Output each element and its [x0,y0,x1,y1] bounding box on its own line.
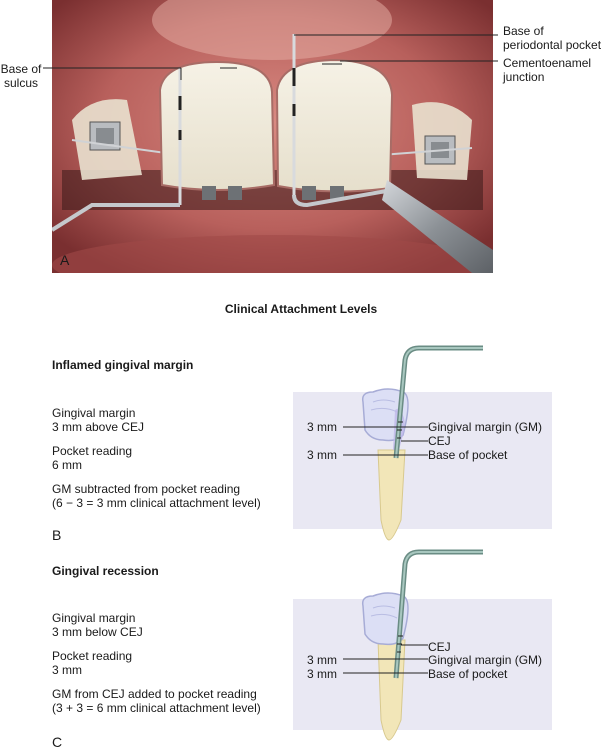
panel-c-diagram [343,549,483,741]
panel-letter-b: B [52,527,62,543]
panel-b-illustration [293,392,552,529]
panel-b-label-base: Base of pocket [428,448,508,462]
panel-c-illustration [293,599,552,730]
panel-b-description: Gingival margin 3 mm above CEJ Pocket re… [52,406,261,510]
panel-b-label-cej: CEJ [428,434,451,448]
panel-c-label-cej: CEJ [428,640,451,654]
panel-c-label-base: Base of pocket [428,667,508,681]
panel-c-description: Gingival margin 3 mm below CEJ Pocket re… [52,611,261,715]
panel-b-measure-top: 3 mm [307,420,337,434]
label-base-of-pocket: Base of periodontal pocket [503,24,602,52]
panel-c-probe-icon [393,549,483,679]
clinical-photo: A [52,0,493,273]
panel-c-measure-bottom: 3 mm [307,667,337,681]
panel-letter-a: A [60,252,70,268]
photo-callout-lines [43,34,498,80]
left-probe-icon [52,68,182,232]
panel-letter-c: C [52,734,63,750]
panel-b-probe-icon [393,345,483,459]
panel-c-heading: Gingival recession [52,564,159,578]
label-base-of-sulcus: Base of sulcus [0,62,42,90]
photo-illustration [52,0,493,273]
main-title: Clinical Attachment Levels [224,302,378,316]
panel-c-label-gm: Gingival margin (GM) [428,653,543,667]
panel-b-heading: Inflamed gingival margin [52,358,194,372]
panel-b-measure-bottom: 3 mm [307,448,337,462]
panel-b-label-gm: Gingival margin (GM) [428,420,543,434]
label-cementoenamel-junction: Cementoenamel junction [503,56,592,84]
panel-c-measure-top: 3 mm [307,653,337,667]
right-probe-icon [292,34,493,273]
panel-b-diagram [343,345,483,541]
